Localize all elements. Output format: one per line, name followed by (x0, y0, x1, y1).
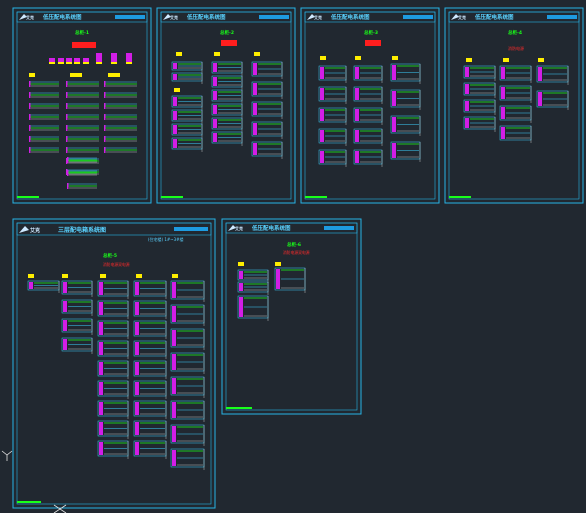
sheet-title: 低压配电系统图 (474, 13, 514, 21)
svg-text:艾克: 艾克 (26, 14, 34, 20)
drawing-sheet-5[interactable]: 艾克 三层配电箱系统图 (住宅楼) 1#~3#楼 总柜-5 消防电源双电源 (12, 218, 216, 509)
drawing-sheet-2[interactable]: 艾克 低压配电系统图 总柜-2 (156, 7, 296, 204)
main-panel-label: 总柜-3 (364, 29, 378, 36)
drawing-sheet-4[interactable]: 艾克 低压配电系统图 总柜-4 消防电源 (444, 7, 584, 204)
fire-power-note: 消防电源双电源 (283, 250, 310, 255)
cad-logo-icon: 艾克 (19, 226, 40, 234)
sheet-title: 低压配电系统图 (186, 13, 226, 21)
sheet-title: 低压配电系统图 (251, 224, 291, 232)
main-panel-label: 总柜-2 (220, 29, 234, 36)
svg-text:艾克: 艾克 (235, 225, 243, 231)
svg-text:艾克: 艾克 (30, 227, 40, 234)
sheet-title: 低压配电系统图 (330, 13, 370, 21)
fire-power-note: 消防电源 (508, 45, 524, 51)
fire-power-note: 消防电源双电源 (103, 262, 130, 267)
cad-logo-icon: 艾克 (163, 14, 178, 20)
svg-text:艾克: 艾克 (458, 14, 466, 20)
cad-logo-icon: 艾克 (19, 14, 34, 20)
ucs-axis-icon (1, 450, 67, 513)
cad-logo-icon: 艾克 (307, 14, 322, 20)
sheet-subtitle: (住宅楼) 1#~3#楼 (148, 236, 184, 242)
cad-logo-icon: 艾克 (228, 225, 243, 231)
main-panel-label: 总柜-6 (287, 241, 301, 248)
sheet-title: 三层配电箱系统图 (58, 226, 106, 234)
drawing-sheet-3[interactable]: 艾克 低压配电系统图 总柜-3 (300, 7, 440, 204)
drawing-sheet-6[interactable]: 艾克 低压配电系统图 总柜-6 消防电源双电源 (221, 218, 362, 415)
main-panel-label: 总柜-4 (508, 29, 522, 36)
cad-logo-icon: 艾克 (451, 14, 466, 20)
svg-text:艾克: 艾克 (170, 14, 178, 20)
svg-text:艾克: 艾克 (314, 14, 322, 20)
main-panel-label: 总柜-5 (103, 252, 117, 259)
drawing-sheet-1[interactable]: 艾克 低压配电系统图 总柜-1 (12, 7, 152, 204)
main-panel-label: 总柜-1 (75, 29, 89, 36)
circuit-diagrams (27, 52, 569, 470)
sheet-title: 低压配电系统图 (42, 13, 82, 21)
